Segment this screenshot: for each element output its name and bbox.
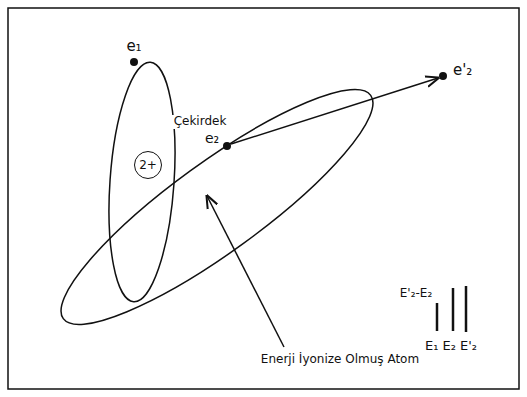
pointer-arrow [207,196,284,347]
energy-bar [465,286,468,332]
orbit [102,60,183,304]
ejection-arrow [231,78,438,144]
frame [8,8,519,389]
part-label: Çekirdek [172,115,229,128]
energy-bar [436,303,439,331]
electron-dot [439,72,447,80]
electron-label: e₁ [124,38,143,55]
caption-label: Enerji İyonize Olmuş Atom [259,353,421,366]
electron-dot [130,58,138,66]
energy-bar [452,288,455,331]
charge-label: 2+ [139,159,157,171]
electron-label: e₂ [203,131,221,146]
electron-dot [223,142,231,150]
nucleus-circle: 2+ [134,151,162,179]
energy-label: E₁ E₂ E'₂ [423,339,479,353]
electron-label: e'₂ [451,62,474,79]
orbit [37,59,397,355]
energy-label: E'₂-E₂ [398,287,434,300]
